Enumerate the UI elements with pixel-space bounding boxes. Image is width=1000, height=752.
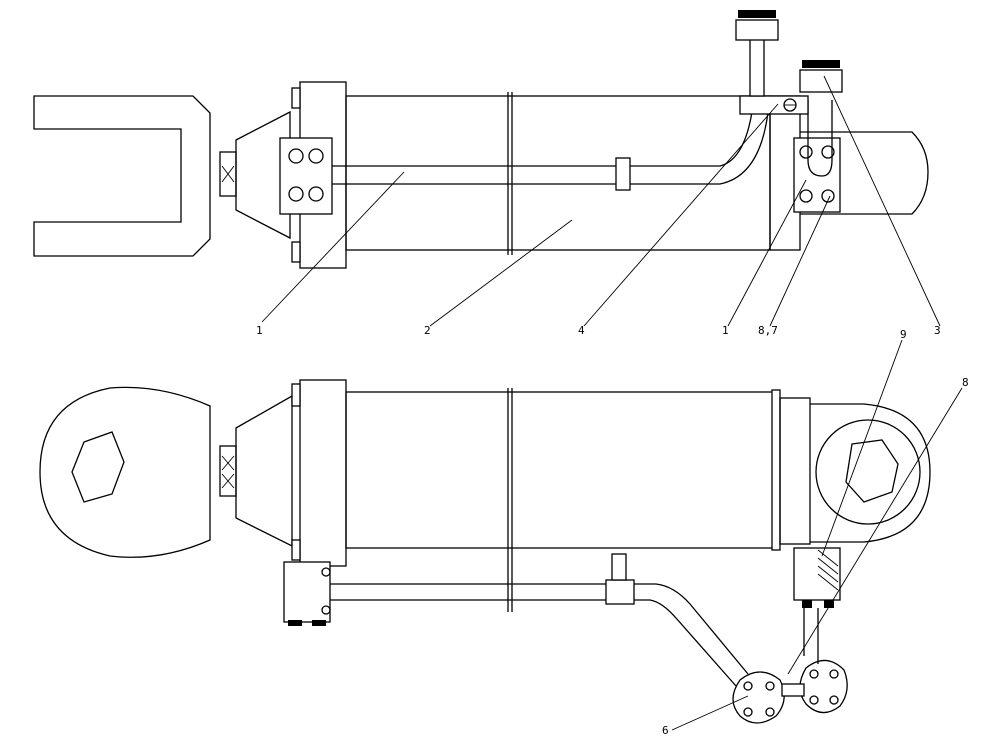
callout-1: 1 [256,324,263,337]
top-view: 1 2 4 1 8,7 3 [33,10,941,337]
rear-cap-2 [779,397,811,545]
callout-9: 9 [900,328,907,341]
rear-port-hatch [817,549,839,591]
cylinder-barrel [345,95,771,251]
tube-clamp [615,157,631,191]
flange-link [781,683,805,697]
flange-lug-bottom [291,241,301,263]
flange-lug-top [291,87,301,109]
callout-8-7: 8,7 [758,324,778,337]
oil-tube [332,111,769,185]
callout-3: 3 [934,324,941,337]
bolt-group-left [288,148,324,202]
clevis-fork [33,95,211,257]
rear-eye-bore [845,439,899,503]
upper-fitting [735,19,779,41]
cylinder-barrel-2 [345,391,779,549]
rear-eye [810,403,931,543]
rear-port-block [793,547,841,601]
bottom-view: 9 8 6 [39,328,969,737]
barrel-ring [771,389,781,551]
bolt-group-right [799,145,835,203]
callout-6: 6 [662,724,669,737]
elbow-pipe [807,100,833,177]
flange-left [732,671,785,724]
lower-bent-tube [634,583,749,687]
head-cone-2 [235,394,293,548]
rod-eye-bore [71,431,125,503]
right-fitting [799,69,843,93]
leader-lines-top [261,75,941,327]
lower-tube-clamp [605,579,635,605]
flange-block-left [279,137,333,215]
callout-8: 8 [962,376,969,389]
upper-pipe [749,37,765,97]
right-fitting-bolts [802,60,840,68]
callout-labels-top: 1 2 4 1 8,7 3 [256,324,941,337]
head-flange-2 [299,379,347,567]
upper-fitting-bolts [738,10,776,18]
flange-right [799,659,848,714]
callout-2: 2 [424,324,431,337]
head-cone [235,110,291,240]
rod-end-mark [221,165,235,183]
rear-eye-outer [815,419,921,525]
callout-1b: 1 [722,324,729,337]
rear-ear [800,131,929,215]
callout-4: 4 [578,324,585,337]
lower-oil-tube [330,583,606,601]
rod-eye [39,386,211,558]
leader-lines-bottom [671,339,963,731]
rod-end-block-2 [219,445,237,497]
valve-bar [739,95,809,115]
callout-labels-bottom: 9 8 6 [662,328,969,737]
